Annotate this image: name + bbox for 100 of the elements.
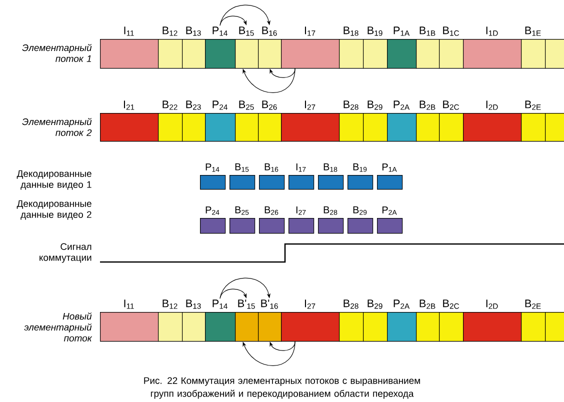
row-label: Декодированные данные видео 1 [16,170,92,190]
node-label: P$_{14}$ [212,300,228,309]
curved-arrow [220,288,247,299]
frame-cell: B$_{26}$ [259,206,285,234]
frame-cell: B$_{1C}$ [439,26,464,69]
frame-cell: B$_{16}$ [259,163,285,190]
frame-cell: P$_{2A}$ [377,206,403,234]
node-label: B'$_{15}$ [238,300,255,309]
node-label: P$_{1A}$ [394,26,410,36]
node-label: B$_{12}$ [162,26,178,36]
frame-cell: B$_{26}$ [258,100,282,142]
node-label: I$_{21}$ [124,100,134,110]
frame-cell: B$_{25}$ [230,206,256,234]
node-label: B$_{12}$ [162,300,178,309]
node-label: B$_{26}$ [264,206,278,215]
frame-cell: I$_{17}$ [288,163,314,190]
frame-cell: B$_{25}$ [235,100,259,142]
node-label: I$_{2D}$ [486,100,498,110]
node-label: P$_{24}$ [206,206,220,215]
node-label: B$_{28}$ [344,100,358,110]
curved-arrow [242,341,296,366]
node-label: B$_{2C}$ [443,300,460,309]
node-label: B$_{16}$ [262,26,277,36]
frame-cell: B$_{29}$ [363,100,388,142]
node-label: I$_{27}$ [304,100,316,110]
frame-cell: B$_{13}$ [182,26,206,69]
frame-cell: B$_{18}$ [318,163,344,190]
frame-cell: I$_{27}$ [288,206,314,234]
node-label: P$_{2A}$ [394,300,410,309]
node-label: B$_{19}$ [368,26,382,36]
node-label: B$_{29}$ [353,206,367,215]
frame-cell: B$_{1B}$ [416,26,440,69]
frame-cell: P$_{24}$ [205,100,236,142]
node-label: B$_{28}$ [324,206,338,215]
node-label: B$_{2E}$ [525,100,541,110]
node-label: P$_{1A}$ [382,163,397,172]
frame-cell [545,113,564,142]
frame-cell: B$_{29}$ [348,206,374,234]
frame-cell: B$_{19}$ [348,163,374,190]
frame-cell: P$_{14}$ [200,163,226,190]
node-label: P$_{14}$ [206,163,220,172]
node-label: B$_{18}$ [324,163,338,172]
frame-cell: B'$_{15}$ [235,300,259,342]
node-label: P$_{2A}$ [394,100,410,110]
frame-cell: B'$_{16}$ [258,300,282,342]
frame-cell: B$_{15}$ [235,26,259,69]
frame-cell: P$_{14}$ [205,300,236,342]
row-label: Декодированные данные видео 2 [16,200,92,220]
node-label: I$_{27}$ [296,206,306,215]
frame-cell: I$_{1D}$ [463,26,522,69]
node-label: B$_{2B}$ [420,100,436,110]
curved-arrow [270,341,296,351]
frame-cell: B$_{18}$ [339,26,364,69]
frame-cell: B$_{13}$ [182,300,206,342]
row-label: Сигнал коммутации [40,243,92,263]
node-label: B$_{29}$ [368,300,382,309]
node-label: I$_{17}$ [296,163,306,172]
node-label: B$_{26}$ [262,100,277,110]
node-label: B$_{15}$ [239,26,254,36]
frame-cell: B$_{2C}$ [439,300,464,342]
frame-cell: B$_{23}$ [182,100,206,142]
node-label: B$_{13}$ [186,300,201,309]
frame-cell: I$_{2D}$ [463,300,522,342]
frame-cell: P$_{2A}$ [387,100,417,142]
curved-arrow [242,68,296,93]
curved-arrow [220,4,270,26]
frame-cell: B$_{28}$ [339,300,364,342]
node-label: B$_{23}$ [186,100,201,110]
node-label: B$_{1E}$ [525,26,541,36]
node-label: B$_{13}$ [186,26,201,36]
frame-cell: B$_{2B}$ [416,100,440,142]
node-label: I$_{27}$ [304,300,316,309]
node-label: I$_{2D}$ [486,300,498,309]
node-label: B$_{25}$ [235,206,249,215]
frame-cell: B$_{15}$ [230,163,256,190]
node-label: I$_{17}$ [304,26,316,36]
node-label: B$_{15}$ [235,163,249,172]
figure-caption: Рис. 22 Коммутация элементарных потоков с выравниванием групп изображений и перекодированием области перехода [144,377,420,399]
frame-cell: P$_{1A}$ [387,26,417,69]
node-label: I$_{11}$ [124,300,134,309]
frame-cell: B$_{12}$ [158,300,183,342]
node-label: B$_{2C}$ [443,100,460,110]
node-label: B$_{18}$ [344,26,358,36]
frame-cell [545,312,564,342]
frame-cell: B$_{2C}$ [439,100,464,142]
frame-cell: B$_{19}$ [363,26,388,69]
frame-cell: I$_{11}$ [100,26,159,69]
node-label: B$_{16}$ [264,163,278,172]
node-label: B$_{25}$ [239,100,254,110]
frame-cell: I$_{11}$ [100,300,159,342]
frame-cell: I$_{27}$ [281,300,340,342]
frame-cell: B$_{1E}$ [521,26,546,69]
node-label: B$_{19}$ [353,163,367,172]
frame-cell: P$_{14}$ [205,26,236,69]
frame-cell: B$_{29}$ [363,300,388,342]
node-label: B$_{2B}$ [420,300,436,309]
frame-cell: I$_{17}$ [281,26,340,69]
node-label: I$_{11}$ [124,26,134,36]
node-label: B$_{1C}$ [443,26,460,36]
node-label: B'$_{16}$ [261,300,278,309]
